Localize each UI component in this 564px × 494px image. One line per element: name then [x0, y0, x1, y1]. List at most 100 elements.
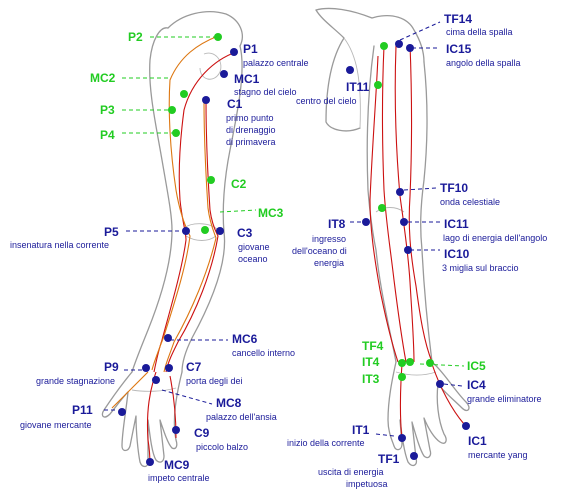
desc-ic10: 3 miglia sul braccio — [442, 263, 519, 273]
marker-ic10 — [404, 246, 412, 254]
desc-c3-line2: oceano — [238, 254, 268, 264]
label-p11: P11 giovane mercante — [20, 403, 93, 430]
desc-p5: insenatura nella corrente — [10, 240, 109, 250]
marker-c7 — [165, 364, 173, 372]
code-mc6: MC6 — [232, 332, 258, 346]
desc-c1-line2: di drenaggio — [226, 125, 276, 135]
code-it11: IT11 — [346, 80, 370, 94]
marker-it11 — [346, 66, 354, 74]
marker-ic1 — [462, 422, 470, 430]
code-mc3: MC3 — [258, 206, 284, 220]
label-mc8: MC8 palazzo dell'ansia — [206, 396, 277, 422]
desc-mc1: stagno del cielo — [234, 87, 297, 97]
code-ic5: IC5 — [467, 359, 486, 373]
marker-mc6 — [164, 334, 172, 342]
label-p9: P9 grande stagnazione — [36, 360, 119, 386]
desc-it8-line1: ingresso — [312, 234, 346, 244]
marker-c1 — [202, 96, 210, 104]
marker-p5 — [182, 227, 190, 235]
desc-tf14: cima della spalla — [446, 27, 513, 37]
marker-ic11 — [400, 218, 408, 226]
desc-it8-line3: energia — [314, 258, 344, 268]
code-c1: C1 — [227, 97, 243, 111]
desc-it1: inizio della corrente — [287, 438, 365, 448]
label-it3: IT3 — [362, 372, 380, 386]
marker-tf10 — [396, 188, 404, 196]
desc-it8-line2: dell'oceano di — [292, 246, 347, 256]
marker-p3 — [168, 106, 176, 114]
marker-tf14 — [395, 40, 403, 48]
point-markers — [118, 33, 470, 466]
desc-ic11: lago di energia dell'angolo — [443, 233, 547, 243]
code-ic1: IC1 — [468, 434, 487, 448]
code-mc8: MC8 — [216, 396, 242, 410]
marker-p2 — [214, 33, 222, 41]
code-p2: P2 — [128, 30, 143, 44]
label-p3: P3 — [100, 103, 115, 117]
marker-ic15 — [406, 44, 414, 52]
label-ic4: IC4 grande eliminatore — [467, 378, 542, 404]
desc-ic15: angolo della spalla — [446, 58, 521, 68]
desc-mc6: cancello interno — [232, 348, 295, 358]
desc-mc9: impeto centrale — [148, 473, 210, 483]
code-mc1: MC1 — [234, 72, 260, 86]
label-mc3: MC3 — [258, 206, 284, 220]
code-c9: C9 — [194, 426, 210, 440]
marker-tf1 — [410, 452, 418, 460]
marker-c9 — [172, 426, 180, 434]
label-ic10: IC10 3 miglia sul braccio — [442, 247, 519, 273]
label-c7: C7 porta degli dei — [186, 360, 243, 386]
marker-p9 — [142, 364, 150, 372]
desc-mc8: palazzo dell'ansia — [206, 412, 277, 422]
marker-p4 — [172, 129, 180, 137]
marker-mc2 — [180, 90, 188, 98]
marker-ic5 — [426, 359, 434, 367]
label-mc2: MC2 — [90, 71, 116, 85]
code-p5: P5 — [104, 225, 119, 239]
desc-c1-line3: di primavera — [226, 137, 276, 147]
code-ic10: IC10 — [444, 247, 470, 261]
marker-it11-green — [380, 42, 388, 50]
code-mc9: MC9 — [164, 458, 190, 472]
code-it1: IT1 — [352, 423, 370, 437]
code-c7: C7 — [186, 360, 202, 374]
code-ic15: IC15 — [446, 42, 472, 56]
label-mc9: MC9 impeto centrale — [148, 458, 210, 483]
marker-c2 — [207, 176, 215, 184]
desc-tf10: onda celestiale — [440, 197, 500, 207]
marker-it8-green — [378, 204, 386, 212]
label-c3: C3 giovane oceano — [237, 226, 270, 264]
label-ic11: IC11 lago di energia dell'angolo — [443, 217, 547, 243]
desc-ic1: mercante yang — [468, 450, 528, 460]
desc-it11: centro del cielo — [296, 96, 357, 106]
label-p5: P5 insenatura nella corrente — [10, 225, 119, 250]
code-it3: IT3 — [362, 372, 380, 386]
desc-p11: giovane mercante — [20, 420, 92, 430]
label-p2: P2 — [128, 30, 143, 44]
label-c9: C9 piccolo balzo — [194, 426, 248, 452]
desc-p9: grande stagnazione — [36, 376, 115, 386]
code-p1: P1 — [243, 42, 258, 56]
label-it11: IT11 centro del cielo — [296, 80, 370, 106]
label-c1: C1 primo punto di drenaggio di primavera — [226, 97, 276, 147]
desc-tf1-line1: uscita di energia — [318, 467, 384, 477]
label-p4: P4 — [100, 128, 115, 142]
marker-mc1 — [220, 70, 228, 78]
code-tf4: TF4 — [362, 339, 384, 353]
marker-it4 — [398, 359, 406, 367]
desc-c3-line1: giovane — [238, 242, 270, 252]
marker-mc3 — [201, 226, 209, 234]
label-it8: IT8 ingresso dell'oceano di energia — [292, 217, 347, 268]
desc-c1-line1: primo punto — [226, 113, 274, 123]
code-c2: C2 — [231, 177, 247, 191]
desc-tf1-line2: impetuosa — [346, 479, 388, 489]
marker-mc8 — [152, 376, 160, 384]
desc-c7: porta degli dei — [186, 376, 243, 386]
point-labels: P2 P1 palazzo centrale MC2 MC1 stagno de… — [10, 12, 547, 489]
label-mc6: MC6 cancello interno — [232, 332, 295, 358]
desc-ic4: grande eliminatore — [467, 394, 542, 404]
code-ic11: IC11 — [444, 217, 469, 231]
code-tf1: TF1 — [378, 452, 400, 466]
marker-p11 — [118, 408, 126, 416]
